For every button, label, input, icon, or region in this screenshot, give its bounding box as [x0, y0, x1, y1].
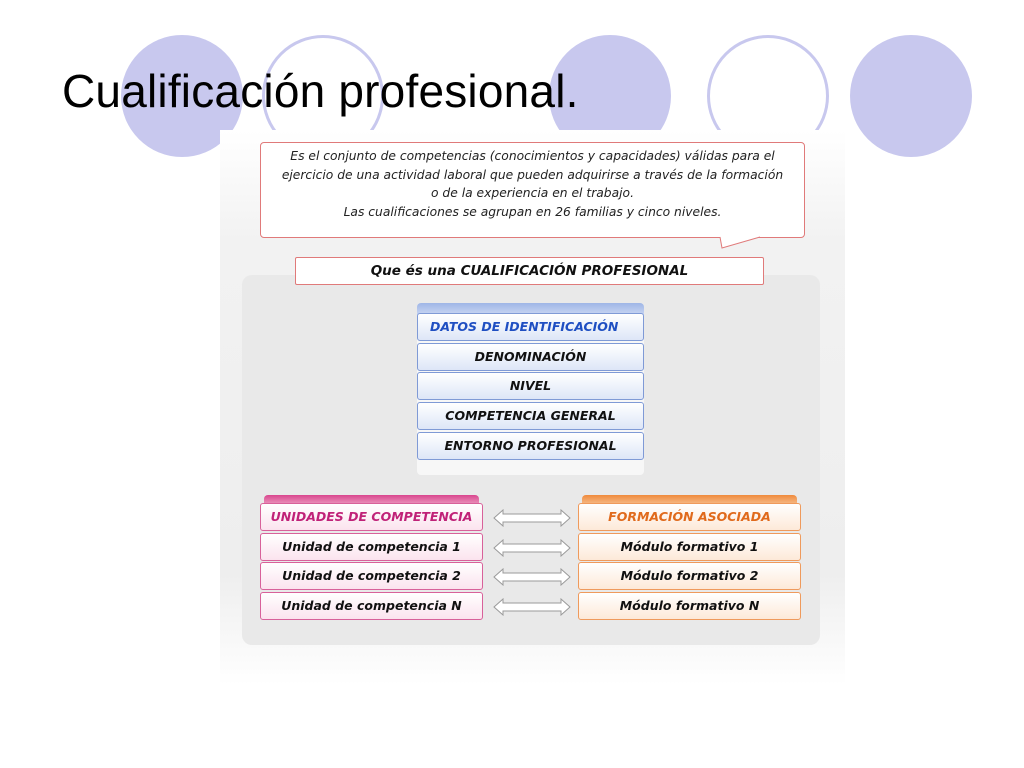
identification-item: ENTORNO PROFESIONAL	[417, 432, 644, 460]
training-header: FORMACIÓN ASOCIADA	[578, 503, 801, 531]
banner-title: Que és una CUALIFICACIÓN PROFESIONAL	[295, 257, 764, 285]
unit-item: Unidad de competencia 1	[260, 533, 483, 561]
double-arrow-icon	[493, 568, 571, 586]
definition-line: o de la experiencia en el trabajo.	[430, 186, 634, 200]
training-item: Módulo formativo N	[578, 592, 801, 620]
slide-title: Cualificación profesional.	[62, 65, 579, 117]
unit-item: Unidad de competencia 2	[260, 562, 483, 590]
training-column: FORMACIÓN ASOCIADA Módulo formativo 1 Mó…	[578, 495, 801, 623]
qualification-diagram: Es el conjunto de competencias (conocimi…	[220, 130, 845, 685]
units-header: UNIDADES DE COMPETENCIA	[260, 503, 483, 531]
double-arrow-icon	[493, 509, 571, 527]
double-arrow-icon	[493, 539, 571, 557]
training-item: Módulo formativo 2	[578, 562, 801, 590]
identification-item: DENOMINACIÓN	[417, 343, 644, 371]
identification-block: DATOS DE IDENTIFICACIÓN DENOMINACIÓN NIV…	[417, 303, 644, 475]
definition-line: Las cualificaciones se agrupan en 26 fam…	[343, 204, 722, 219]
definition-line: ejercicio de una actividad laboral que p…	[281, 167, 784, 182]
double-arrow-icon	[493, 598, 571, 616]
identification-item: COMPETENCIA GENERAL	[417, 402, 644, 430]
definition-box: Es el conjunto de competencias (conocimi…	[260, 142, 805, 238]
training-item: Módulo formativo 1	[578, 533, 801, 561]
unit-item: Unidad de competencia N	[260, 592, 483, 620]
column-cap	[582, 495, 797, 505]
column-cap	[264, 495, 479, 505]
units-column: UNIDADES DE COMPETENCIA Unidad de compet…	[260, 495, 483, 623]
identification-item: NIVEL	[417, 372, 644, 400]
block-cap	[417, 303, 644, 315]
definition-line: Es el conjunto de competencias (conocimi…	[290, 149, 775, 163]
speech-tail-icon	[719, 236, 761, 249]
identification-header: DATOS DE IDENTIFICACIÓN	[417, 313, 644, 341]
decorative-circle	[850, 35, 972, 157]
